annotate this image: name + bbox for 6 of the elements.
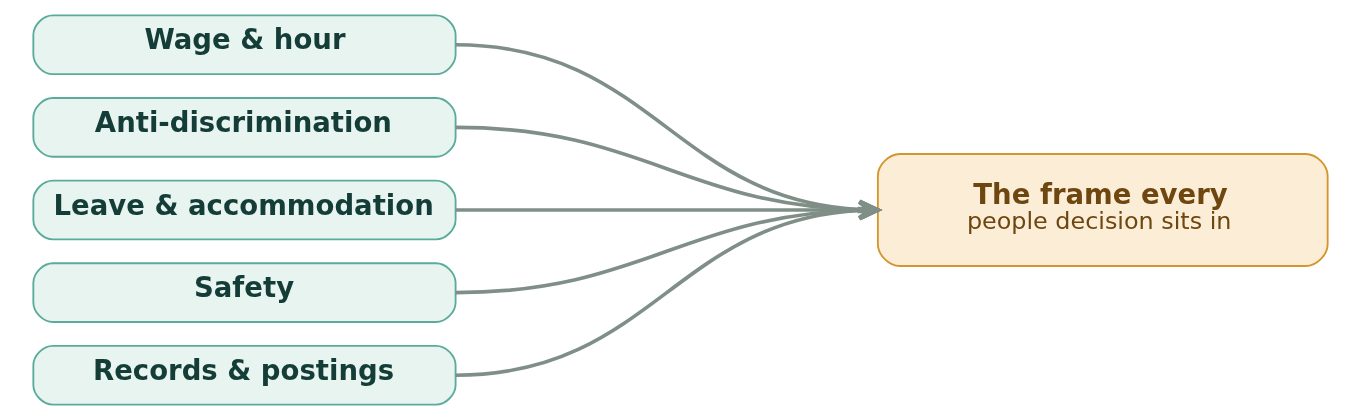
node-box: Anti-discrimination: [31, 97, 457, 158]
node-box: Leave & accommodation: [31, 179, 457, 241]
node-box: Records & postings: [31, 344, 457, 406]
node-box: The frame every people decision sits in: [876, 153, 1329, 267]
node-box: Safety: [31, 262, 457, 323]
node-box: Wage & hour: [31, 14, 457, 76]
